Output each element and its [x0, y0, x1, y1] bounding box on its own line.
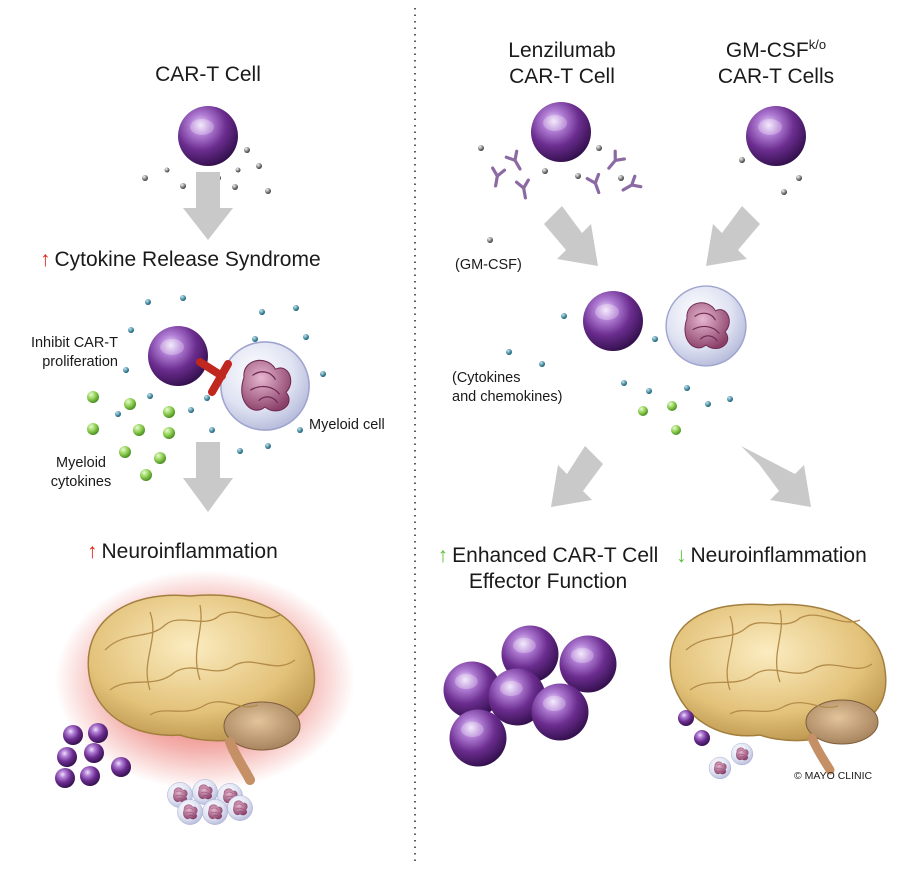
right-neuro-label: Neuroinflammation: [690, 544, 867, 567]
right-blue-cytokines: [506, 313, 733, 407]
left-released-cytokines: [142, 147, 271, 194]
increase-arrow-icon: ↑: [87, 540, 98, 563]
gmcsf-ko-car-t-cell: [746, 106, 806, 166]
left-car-t-cell: [178, 106, 238, 166]
right-car-t-cell: [583, 291, 643, 351]
right-brain: [669, 603, 887, 775]
increase-arrow-icon: ↑: [40, 248, 51, 271]
lenzilumab-car-t-cell: [531, 102, 591, 162]
arrow-down-lenz: [544, 206, 598, 266]
arrow-down-neuro: [741, 446, 811, 507]
lenzilumab-title-line-1: Lenzilumab: [508, 39, 616, 62]
arrow-down-1: [183, 172, 233, 240]
enhanced-car-t-cluster: [443, 625, 617, 767]
arrow-down-gmcsf: [706, 206, 760, 266]
gmcsf-ko-title-line-2: CAR-T Cells: [717, 65, 835, 88]
myeloid-cytokines-line-1: Myeloid: [56, 455, 106, 471]
arrow-down-enhanced: [551, 446, 603, 507]
crs-label: Cytokine Release Syndrome: [54, 248, 321, 271]
left-car-t-title: CAR-T Cell: [155, 63, 261, 86]
left-neuro-heading: ↑Neuroinflammation: [87, 539, 278, 565]
gmcsf-ko-title: GM-CSFk/o CAR-T Cells: [696, 38, 856, 90]
left-neuro-label: Neuroinflammation: [101, 540, 278, 563]
gmcsf-ko-cytokines: [739, 157, 802, 195]
cytokines-chemokines-label: (Cytokines and chemokines): [452, 369, 562, 407]
enhanced-label-line-2: Effector Function: [468, 570, 628, 593]
cytokines-label-line-1: (Cytokines: [452, 370, 521, 386]
gmcsf-legend-dot: [487, 237, 493, 243]
lenzilumab-title: Lenzilumab CAR-T Cell: [482, 38, 642, 90]
myeloid-cytokines-green: [87, 391, 175, 481]
gmcsf-label: (GM-CSF): [455, 257, 522, 273]
decrease-arrow-icon: ↓: [676, 544, 687, 567]
enhanced-label-line-1: Enhanced CAR-T Cell: [452, 544, 659, 567]
inhibit-label-line-1: Inhibit CAR-T: [30, 335, 118, 351]
left-car-t-proliferating: [148, 326, 208, 386]
gmcsf-ko-title-line-1: GM-CSFk/o: [725, 37, 827, 62]
lenzilumab-title-line-2: CAR-T Cell: [509, 65, 615, 88]
lenz-cytokines: [478, 145, 624, 181]
right-green-cytokines: [638, 401, 681, 435]
arrow-down-2: [183, 442, 233, 512]
inhibit-label: Inhibit CAR-T proliferation: [6, 334, 118, 372]
left-car-t-cluster: [55, 723, 131, 788]
right-myeloid-cell: [665, 285, 747, 367]
left-myeloid-cell: [220, 341, 310, 431]
left-brain: [87, 594, 316, 785]
inhibit-label-line-2: proliferation: [42, 354, 118, 370]
myeloid-cytokines-label: Myeloid cytokines: [36, 454, 126, 492]
increase-arrow-icon: ↑: [437, 544, 449, 567]
right-neuro-heading: ↓Neuroinflammation: [676, 543, 867, 569]
cytokines-label-line-2: and chemokines): [452, 389, 563, 405]
myeloid-cell-label: Myeloid cell: [309, 417, 385, 433]
right-small-cells: [678, 710, 754, 780]
inhibition-symbol: [196, 358, 232, 396]
gmcsf-ko-superscript: k/o: [808, 37, 827, 52]
myeloid-cytokines-line-2: cytokines: [50, 474, 112, 490]
copyright-label: © MAYO CLINIC: [794, 770, 873, 782]
enhanced-heading: ↑Enhanced CAR-T Cell Effector Function: [428, 543, 668, 595]
crs-heading: ↑Cytokine Release Syndrome: [40, 247, 321, 273]
